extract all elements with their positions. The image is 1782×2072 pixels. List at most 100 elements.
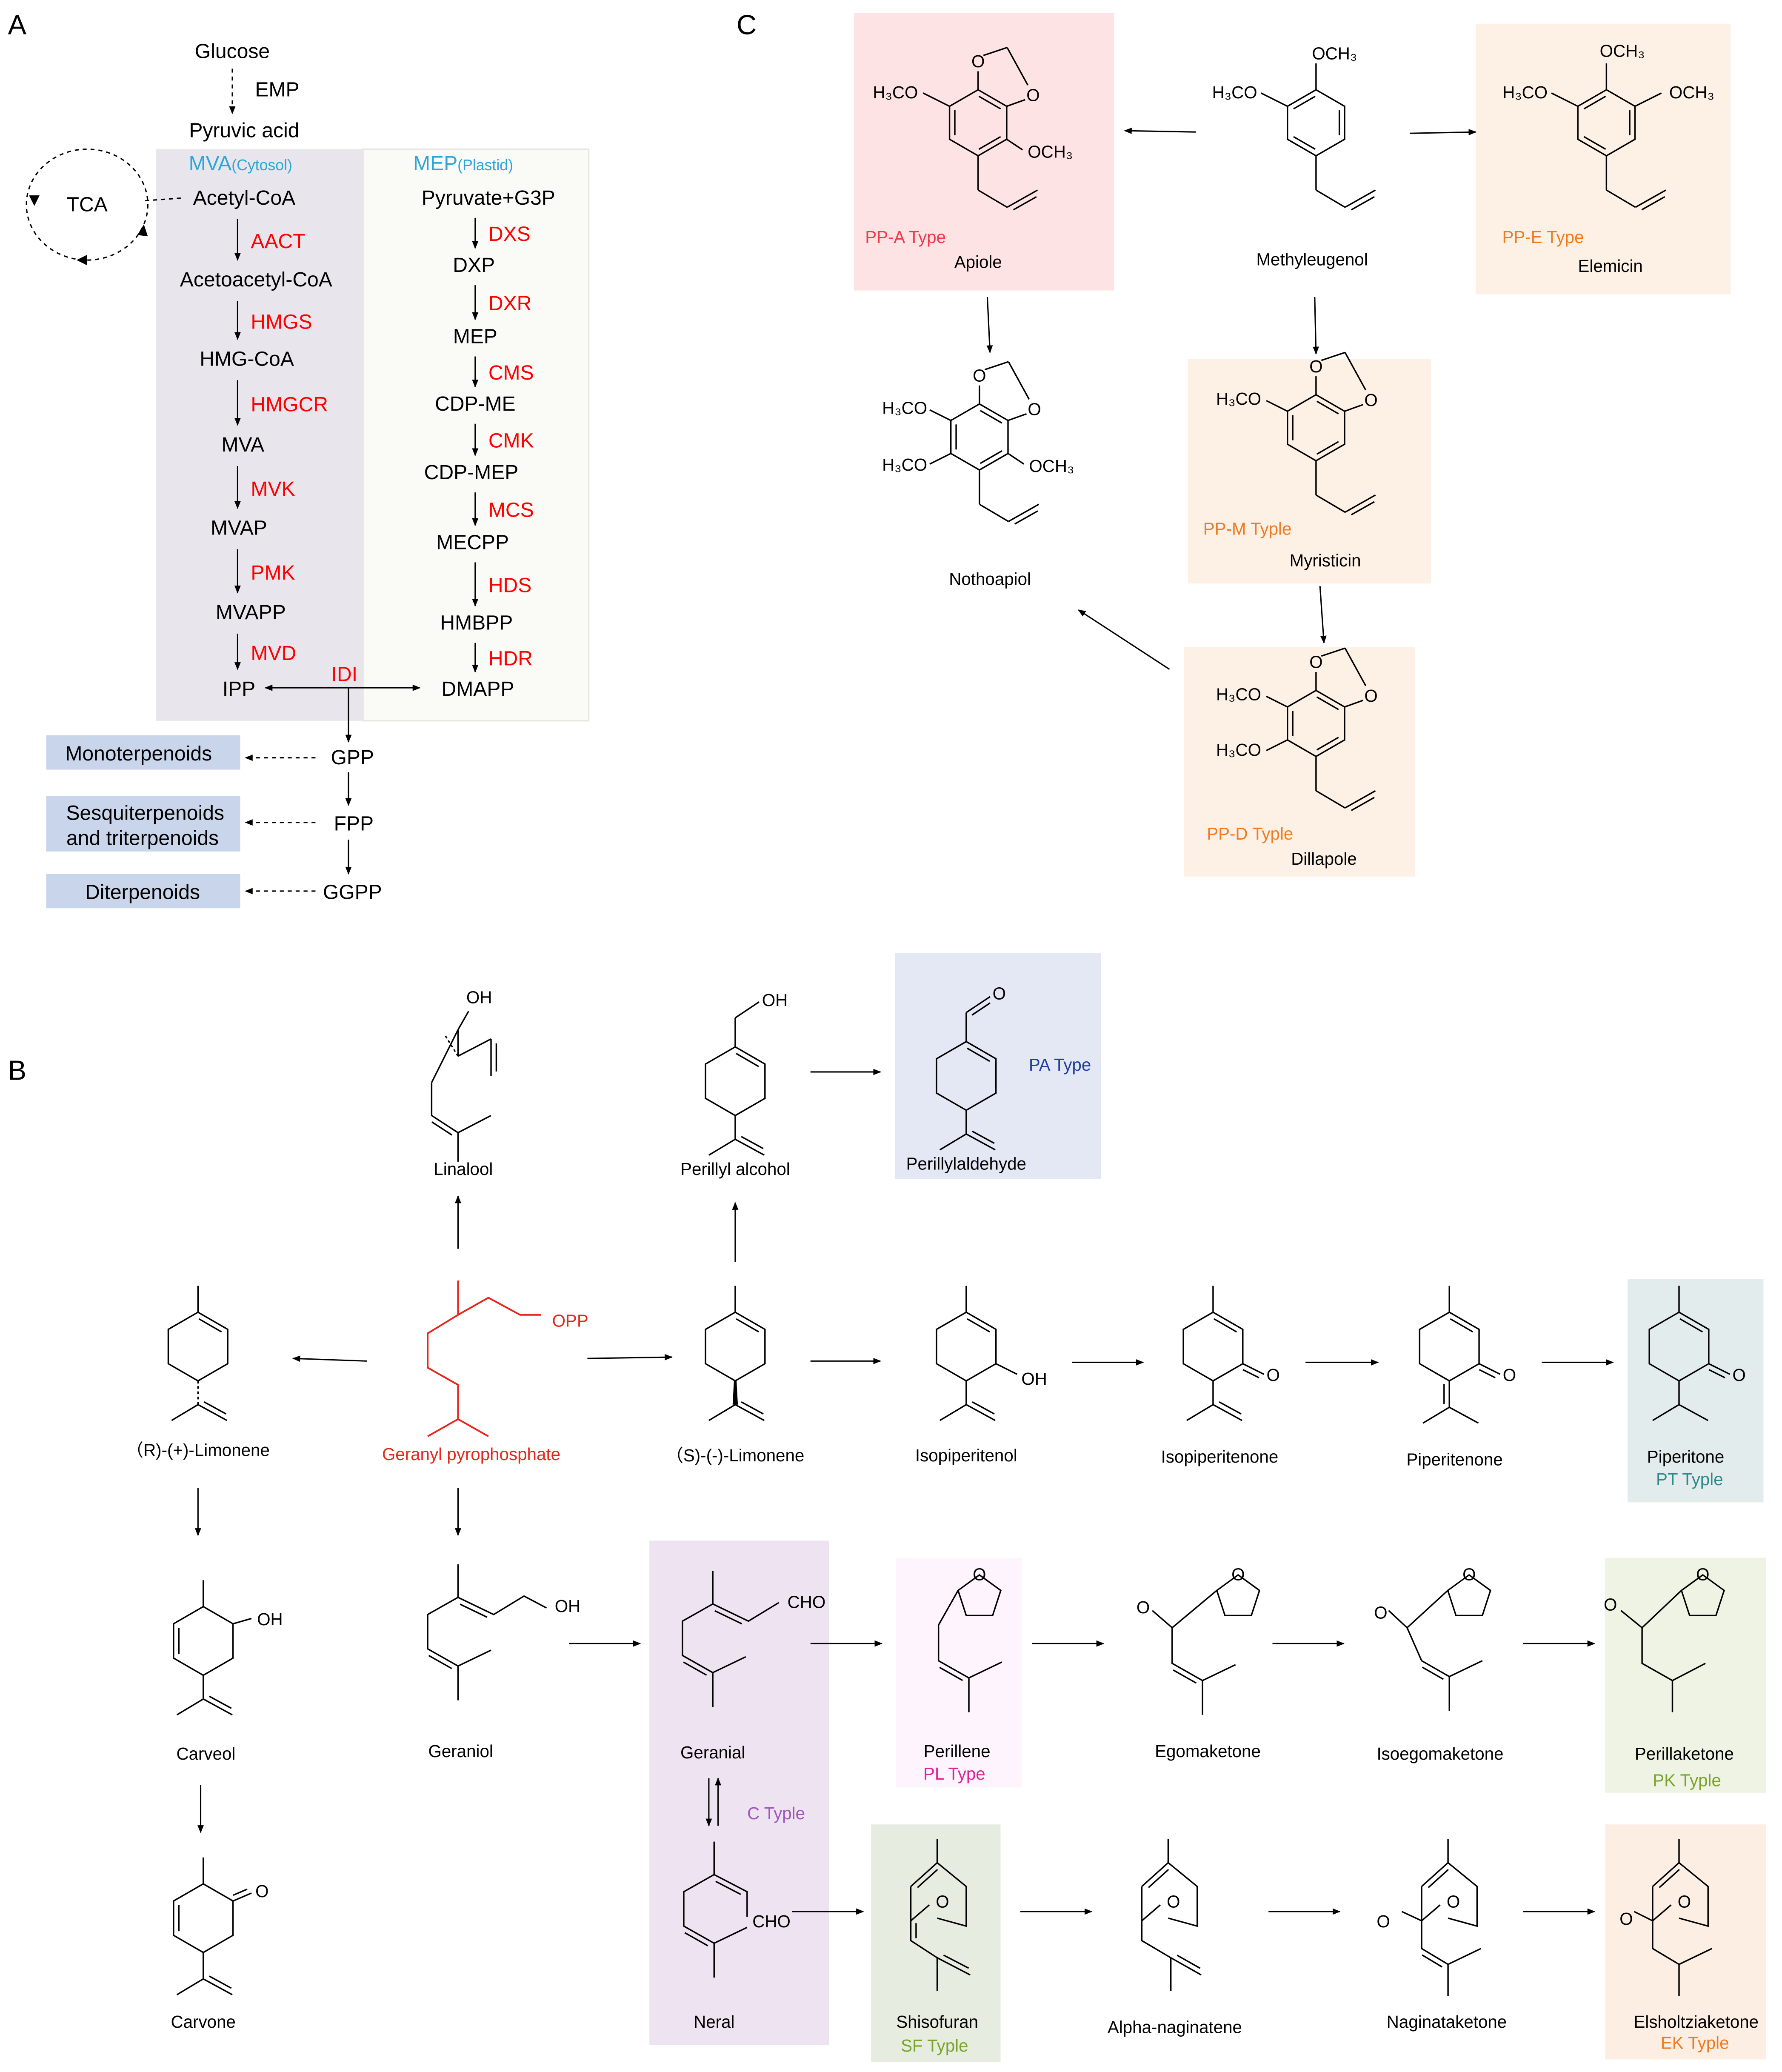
och3-label: OCH₃	[1028, 142, 1073, 162]
s-limonene-ring	[705, 1311, 766, 1382]
bond	[1344, 404, 1364, 412]
tca-link	[145, 197, 183, 202]
perillaketone-chain	[1641, 1590, 1682, 1712]
perillylaldehyde-name: Perillylaldehyde	[906, 1154, 1026, 1174]
bond	[965, 996, 991, 1013]
mep-metabolite: CDP-MEP	[424, 461, 519, 484]
mva-metabolite: MVAP	[211, 516, 267, 539]
tca-arrowhead	[76, 254, 87, 266]
nothoapiol-ring	[950, 403, 1009, 471]
bond	[977, 189, 1008, 208]
ek-type: EK Typle	[1661, 2033, 1729, 2053]
neral-chain	[714, 1874, 748, 1917]
mva-title: MVA(Cytosol)	[189, 152, 292, 175]
double-bond	[1659, 1869, 1680, 1888]
mva-region	[156, 149, 363, 721]
o-label: O	[1266, 1365, 1279, 1385]
alpha-naginatene-chain	[1141, 1921, 1172, 1991]
o-label: O	[1309, 357, 1322, 376]
bond	[708, 1404, 736, 1421]
o-label: O	[1604, 1595, 1617, 1615]
o-label: O	[1678, 1892, 1691, 1912]
monoterpenoids-box	[46, 735, 240, 770]
bond	[1213, 1404, 1242, 1421]
monoterpenoids-label: Monoterpenoids	[65, 742, 212, 765]
pp-d-type: PP-D Typle	[1207, 824, 1293, 843]
double-bond	[917, 1869, 938, 1888]
bond	[929, 453, 951, 465]
mva-metabolite: MVAPP	[216, 601, 286, 624]
h3co-label: H₃CO	[1216, 389, 1261, 409]
h3co-label: H₃CO	[873, 83, 918, 102]
bond	[1345, 189, 1376, 208]
double-bond	[1173, 1669, 1197, 1684]
gpp-methyl	[457, 1418, 489, 1437]
bond	[1202, 1664, 1236, 1681]
double-bond	[980, 450, 1002, 464]
bond	[176, 1978, 204, 1995]
oh-label: OH	[466, 988, 492, 1007]
och3-label: OCH₃	[1029, 456, 1074, 476]
double-bond	[1583, 95, 1606, 110]
o-label: O	[1309, 652, 1322, 672]
isopiperitenone-ring	[1182, 1311, 1244, 1382]
gpp-chain	[427, 1280, 459, 1437]
double-bond	[1422, 1666, 1444, 1680]
gpp-label: GPP	[331, 746, 374, 769]
panel-label-c: C	[737, 9, 757, 40]
alpha-naginatene-name: Alpha-naginatene	[1108, 2017, 1242, 2037]
mva-enzyme: MVD	[251, 642, 296, 665]
o-label: O	[1374, 1603, 1387, 1622]
methyleugenol-to-apiole-arrow	[1124, 127, 1196, 134]
double-bond	[971, 1002, 991, 1016]
bond	[734, 1001, 760, 1019]
pp-d-box	[1184, 647, 1415, 877]
elsholtziaketone-ring	[1652, 1861, 1709, 1927]
o-label: O	[1462, 1564, 1476, 1584]
pp-e-box	[1476, 23, 1731, 294]
sesquiterpenoids-box	[46, 796, 240, 852]
double-bond	[1679, 1318, 1703, 1333]
pp-a-type: PP-A Type	[865, 227, 946, 247]
o-label: O	[1733, 1365, 1746, 1385]
double-bond	[1351, 196, 1375, 211]
bond	[1321, 647, 1345, 657]
bond	[714, 1926, 748, 1944]
piperitenone-ring	[1419, 1311, 1480, 1382]
isopiperitenone-name: Isopiperitenone	[1161, 1447, 1279, 1466]
perillaketone-furan	[1680, 1574, 1725, 1617]
piperitenone-name: Piperitenone	[1406, 1449, 1502, 1469]
double-bond	[1316, 441, 1339, 455]
double-bond	[431, 1121, 453, 1136]
double-bond	[1428, 1869, 1449, 1888]
geranial-chain	[712, 1602, 780, 1622]
bond	[1316, 494, 1346, 513]
apiole-name: Apiole	[954, 252, 1002, 272]
double-bond	[1014, 510, 1038, 525]
mep-title: MEP(Plastid)	[413, 152, 513, 175]
geranial-name: Geranial	[680, 1743, 745, 1762]
bond	[1006, 138, 1023, 151]
bond	[171, 1404, 199, 1421]
double-bond	[683, 1661, 707, 1676]
o-label: O	[1028, 400, 1041, 419]
linalool-name: Linalool	[434, 1159, 493, 1179]
opp-label: OPP	[552, 1311, 588, 1331]
double-bond	[1293, 136, 1316, 150]
mva-chain: Acetyl-CoAAcetoacetyl-CoAHMG-CoAMVAMVAPM…	[180, 186, 332, 700]
tca-arrowhead	[137, 224, 148, 237]
bond	[1170, 1957, 1202, 1976]
carveol-name: Carveol	[176, 1744, 235, 1763]
oh-label: OH	[555, 1596, 580, 1616]
gpp-to-r-limonene-arrow	[292, 1355, 367, 1362]
panel-label-b: B	[8, 1055, 26, 1086]
double-bond	[972, 1401, 995, 1415]
double-bond	[460, 1603, 488, 1618]
bond	[203, 1978, 233, 1995]
bond	[1344, 700, 1364, 708]
bond	[1344, 352, 1367, 391]
perillene-chain	[937, 1590, 970, 1712]
myristicin-to-dillapole-arrow	[1319, 586, 1327, 644]
bond	[1152, 1610, 1173, 1629]
